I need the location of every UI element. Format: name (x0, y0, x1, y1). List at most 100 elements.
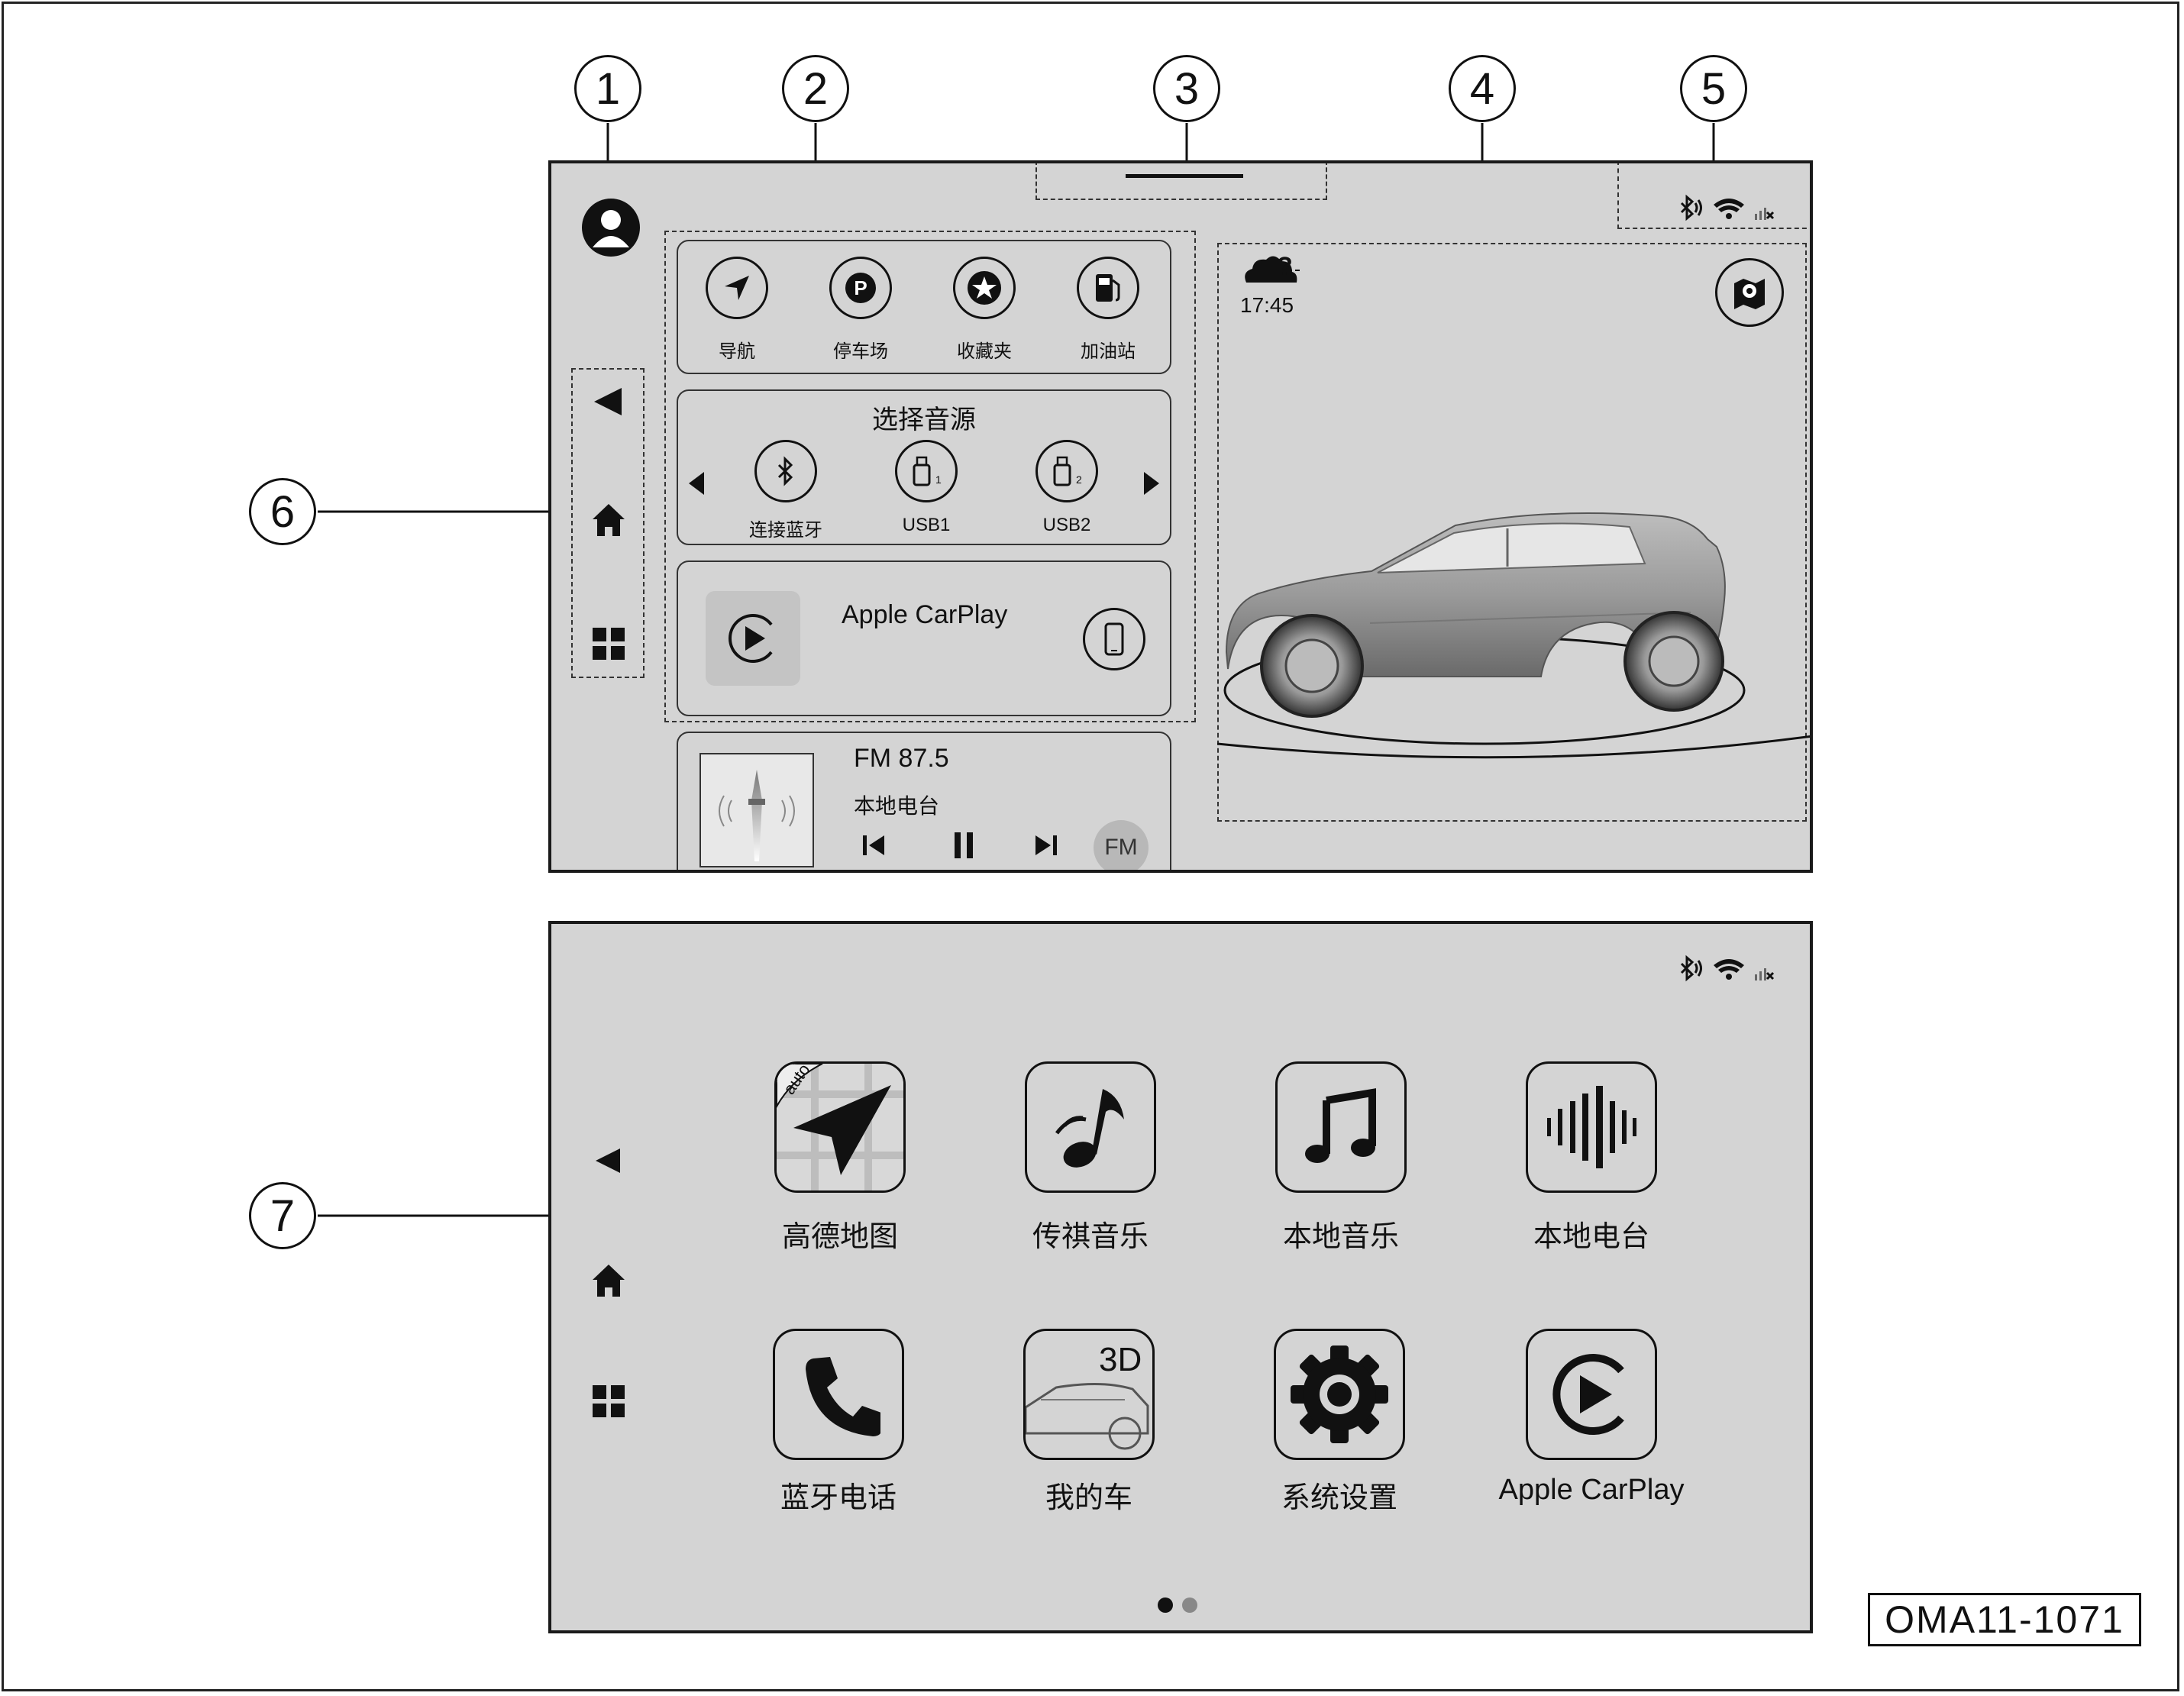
app-label-trumpchi-music: 传祺音乐 (1032, 1221, 1149, 1253)
shortcut-label-navigation: 导航 (719, 341, 755, 362)
app-system-settings[interactable] (1274, 1329, 1405, 1460)
vehicle-3d-model[interactable] (1217, 461, 1813, 873)
figure-code: OMA11-1071 (1868, 1593, 2141, 1646)
swipe-handle[interactable] (1126, 174, 1243, 178)
app-label-bluetooth-phone: 蓝牙电话 (780, 1482, 897, 1514)
status-icons-launcher (1680, 955, 1775, 982)
carplay-play-tile[interactable] (706, 591, 800, 686)
app-my-car[interactable]: 3D (1023, 1329, 1155, 1460)
back-icon[interactable] (591, 385, 625, 418)
page-dot-inactive[interactable] (1182, 1597, 1197, 1613)
radio-station-name: 本地电台 (854, 794, 940, 818)
radio-tower-icon (719, 770, 795, 861)
widget-area (664, 231, 1196, 722)
usb2-source-button[interactable]: 2 (1035, 440, 1098, 502)
phone-device-button[interactable] (1083, 608, 1145, 670)
svg-text:?: ? (1277, 252, 1293, 281)
app-launcher-screen: auto 高德地图 传祺音乐 本地音乐 本地电台 (548, 921, 1813, 1633)
local-music-icon (1305, 1088, 1376, 1163)
callout-1: 1 (574, 55, 641, 122)
radio-frequency: FM 87.5 (854, 744, 949, 773)
shortcut-label-favorites: 收藏夹 (957, 341, 1012, 362)
app-label-amap: 高德地图 (781, 1221, 898, 1253)
carplay-title: Apple CarPlay (842, 600, 1008, 629)
status-icons-area (1617, 163, 1810, 229)
usb1-source-button[interactable]: 1 (895, 440, 958, 502)
shortcut-label-gas-station: 加油站 (1081, 341, 1136, 362)
apps-grid-icon[interactable] (593, 1385, 625, 1417)
parking-icon: P (845, 273, 876, 303)
bluetooth-icon (777, 456, 793, 486)
navigation-button[interactable] (706, 257, 768, 319)
navigation-arrow-icon (725, 276, 749, 300)
usb2-icon: 2 (1053, 456, 1082, 486)
app-label-local-music: 本地音乐 (1282, 1221, 1399, 1253)
fuel-pump-icon (1096, 274, 1120, 302)
previous-track-icon[interactable] (860, 832, 887, 858)
home-icon[interactable] (591, 1263, 626, 1298)
callout-5: 5 (1680, 55, 1747, 122)
my-car-icon: 3D (1026, 1341, 1149, 1450)
clock-time: 17:45 (1240, 293, 1294, 317)
carplay-play-icon (729, 614, 773, 663)
app-trumpchi-music[interactable] (1025, 1061, 1156, 1193)
favorites-button[interactable] (953, 257, 1016, 319)
callout-3: 3 (1153, 55, 1220, 122)
user-avatar[interactable] (580, 197, 641, 258)
smartphone-icon (1104, 622, 1124, 656)
fm-band-button[interactable]: FM (1094, 820, 1149, 870)
app-local-radio[interactable] (1526, 1061, 1657, 1193)
shortcuts-panel (677, 240, 1171, 374)
apps-grid-icon[interactable] (593, 628, 625, 660)
map-pin-icon (1734, 279, 1765, 309)
usb1-index: 1 (935, 473, 942, 486)
music-note-icon (1055, 1089, 1124, 1168)
next-track-icon[interactable] (1032, 832, 1060, 858)
signal-off-icon (1755, 968, 1775, 980)
source-next-icon[interactable] (1141, 470, 1161, 496)
phone-icon (806, 1357, 880, 1436)
page-dot-active[interactable] (1158, 1597, 1173, 1613)
status-icons (1680, 194, 1775, 221)
callout-6: 6 (249, 478, 316, 545)
shortcut-label-parking: 停车场 (833, 341, 888, 362)
signal-off-icon (1755, 208, 1775, 220)
callout-2: 2 (782, 55, 849, 122)
bluetooth-source-button[interactable] (754, 440, 817, 502)
source-prev-icon[interactable] (687, 470, 707, 496)
app-local-music[interactable] (1275, 1061, 1407, 1193)
parking-button[interactable]: P (829, 257, 892, 319)
app-amap[interactable]: auto (774, 1061, 906, 1193)
star-icon (968, 271, 1001, 305)
gear-icon (1291, 1345, 1388, 1443)
source-label-usb1: USB1 (902, 515, 951, 535)
radio-panel (677, 732, 1171, 870)
my-car-badge: 3D (1099, 1341, 1142, 1378)
usb2-index: 2 (1076, 473, 1082, 486)
app-bluetooth-phone[interactable] (773, 1329, 904, 1460)
pause-icon[interactable] (950, 831, 977, 860)
callout-7: 7 (249, 1182, 316, 1249)
source-label-usb2: USB2 (1042, 515, 1091, 535)
top-status-area (1035, 163, 1327, 200)
gas-station-button[interactable] (1077, 257, 1139, 319)
radio-cover (699, 753, 814, 867)
vehicle-view-area (1217, 243, 1807, 822)
back-icon[interactable] (593, 1145, 623, 1176)
audio-source-title: 选择音源 (872, 405, 976, 434)
carplay-icon (1552, 1354, 1624, 1435)
app-label-system-settings: 系统设置 (1281, 1482, 1397, 1514)
callout-4: 4 (1449, 55, 1516, 122)
app-apple-carplay[interactable] (1526, 1329, 1657, 1460)
home-screen: P 导航 停车场 收藏夹 加油站 选择音源 1 2 连接蓝牙 USB1 USB2… (548, 160, 1813, 873)
carplay-panel[interactable] (677, 560, 1171, 716)
app-label-my-car: 我的车 (1045, 1482, 1132, 1514)
amap-icon: auto (777, 1064, 903, 1190)
home-icon[interactable] (591, 502, 626, 538)
app-label-apple-carplay: Apple CarPlay (1498, 1474, 1685, 1506)
weather-icon: ? (1245, 252, 1301, 283)
source-label-bluetooth: 连接蓝牙 (749, 520, 822, 541)
bluetooth-status-icon (1680, 955, 1702, 982)
map-location-button[interactable] (1715, 258, 1784, 327)
